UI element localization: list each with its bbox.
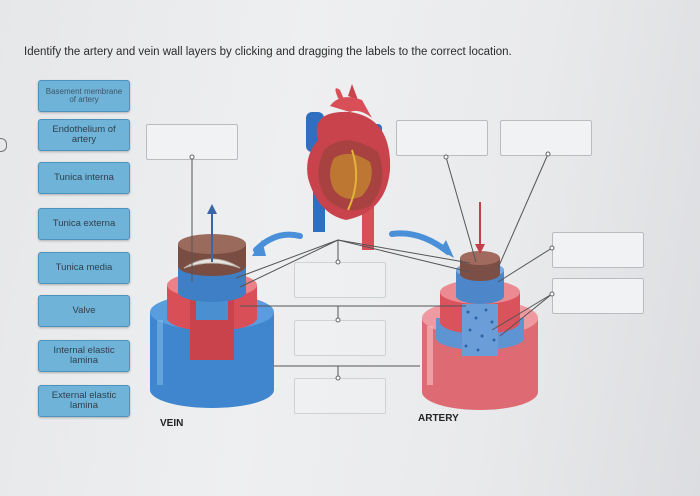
drag-label-basement-membrane[interactable]: Basement membrane of artery: [38, 80, 130, 112]
drag-label-internal-elastic-lamina[interactable]: Internal elastic lamina: [38, 340, 130, 372]
drag-label-tunica-media[interactable]: Tunica media: [38, 252, 130, 284]
vein-illustration: [150, 204, 274, 408]
vein-caption: VEIN: [160, 418, 184, 429]
artery-illustration: [422, 202, 538, 410]
drag-label-valve[interactable]: Valve: [38, 295, 130, 327]
leader-lines: [191, 153, 553, 378]
heart-illustration: [252, 84, 454, 258]
instruction-text: Identify the artery and vein wall layers…: [24, 46, 512, 58]
drag-label-endothelium[interactable]: Endothelium of artery: [38, 119, 130, 151]
drag-label-tunica-interna[interactable]: Tunica interna: [38, 162, 130, 194]
drop-target-artery-right-1[interactable]: [552, 232, 644, 268]
drop-target-artery-right-2[interactable]: [552, 278, 644, 314]
artery-caption: ARTERY: [418, 413, 459, 424]
drop-target-artery-top-1[interactable]: [396, 120, 488, 156]
drag-label-tunica-externa[interactable]: Tunica externa: [38, 208, 130, 240]
drag-label-external-elastic-lamina[interactable]: External elastic lamina: [38, 385, 130, 417]
